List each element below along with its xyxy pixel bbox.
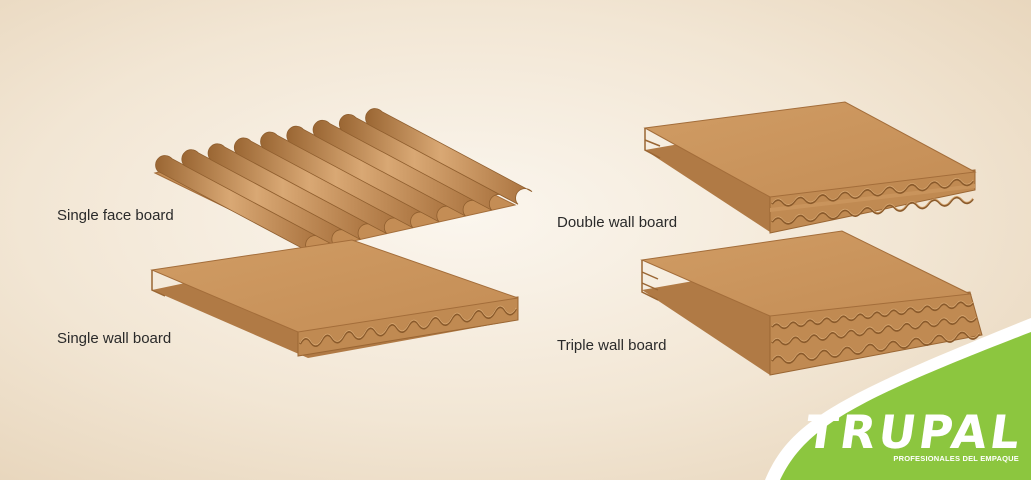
double-wall-board [643,101,977,234]
double-wall-flute-row-lower [771,196,974,225]
brand-corner-badge [780,332,1031,480]
double-wall-flutes-lower-highlight [771,196,974,223]
triple-wall-flutes-middle-highlight [771,315,977,344]
single-wall-flutes [299,306,517,347]
brand-name: TRUPAL [802,405,1027,459]
single-face-board [153,108,533,252]
double-wall-flutes-upper-highlight [771,178,974,205]
trupal-logo: TRUPAL PROFESIONALES DEL EMPAQUE [802,405,1027,463]
single-face-board-label: Single face board [57,207,174,224]
flute-rib [365,108,533,205]
double-wall-board-label: Double wall board [557,214,678,231]
triple-wall-board-label: Triple wall board [557,337,667,354]
single-wall-top-liner [150,239,519,333]
triple-wall-flutes-lower [771,331,980,364]
triple-wall-flute-row-lower [771,330,980,364]
triple-wall-flutes-upper-highlight [771,300,974,328]
single-wall-board [150,239,519,358]
single-wall-flute-row [299,305,517,347]
triple-wall-flute-row-upper [771,300,974,330]
triple-wall-flute-row-middle [771,315,977,346]
brand-tagline: PROFESIONALES DEL EMPAQUE [893,454,1019,463]
triple-wall-flutes-upper [771,300,974,330]
double-wall-flutes-lower [771,196,974,225]
double-wall-flutes-upper [771,178,974,207]
triple-wall-flutes-lower-highlight [771,330,980,363]
triple-wall-board [640,230,983,376]
triple-wall-flutes-middle [771,315,977,346]
single-wall-board-label: Single wall board [57,330,172,347]
double-wall-flute-row-upper [771,178,974,207]
single-wall-flutes-highlight [299,305,517,346]
triple-wall-top-liner [640,230,972,317]
double-wall-top-liner [643,101,977,198]
single-face-flutes [155,108,533,252]
